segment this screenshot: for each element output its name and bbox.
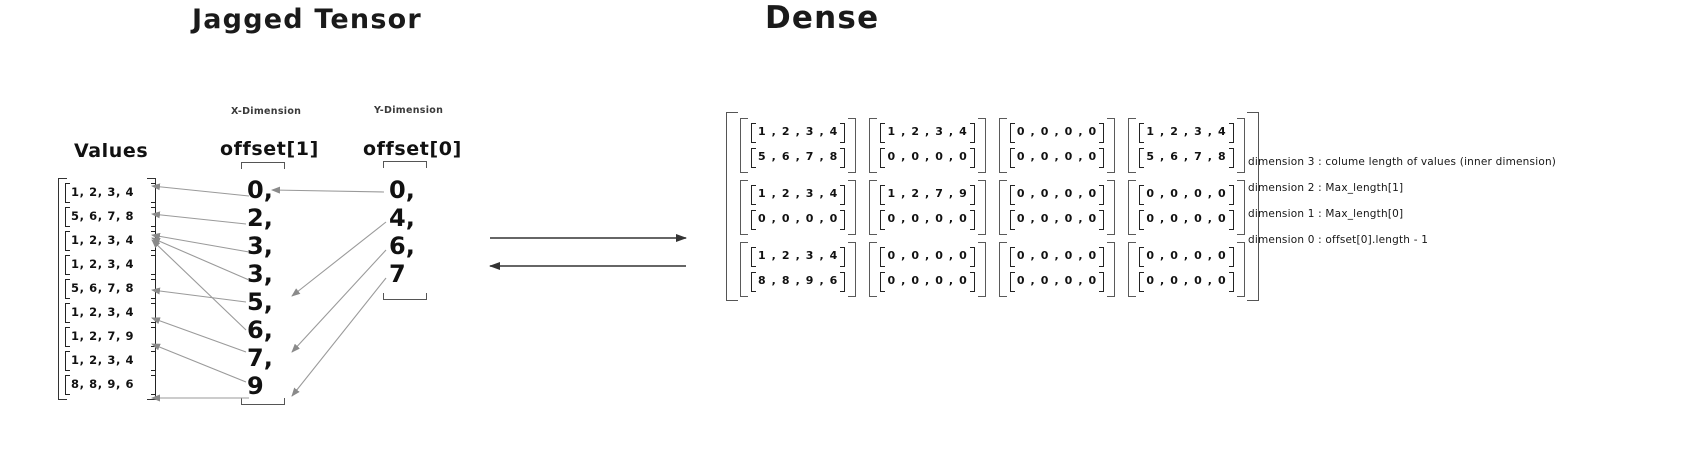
offset1-list: 0,2,3,3,5,6,7,9	[247, 176, 273, 400]
dense-vector: 0 , 0 , 0 , 0	[880, 210, 976, 230]
values-heading: Values	[74, 140, 149, 162]
x-dimension-caption: X-Dimension	[231, 106, 302, 117]
dense-vector: 0 , 0 , 0 , 0	[1009, 148, 1105, 168]
offset1-heading: offset[1]	[220, 138, 319, 160]
dense-block: 0 , 0 , 0 , 0 0 , 0 , 0 , 0	[998, 180, 1116, 235]
dense-vector: 0 , 0 , 0 , 0	[1009, 210, 1105, 230]
value-row: 5, 6, 7, 8	[62, 276, 156, 300]
dense-vector: 0 , 0 , 0 , 0	[751, 210, 846, 230]
dense-vector: 8 , 8 , 9 , 6	[751, 272, 846, 292]
offset1-value: 7,	[247, 344, 273, 372]
dense-row: 1 , 2 , 3 , 4 5 , 6 , 7 , 8 1 , 2 , 3 , 4 0…	[740, 118, 1246, 173]
dense-vector: 0 , 0 , 0 , 0	[1139, 247, 1235, 267]
offset1-value: 2,	[247, 204, 273, 232]
offset0-value: 7	[389, 260, 406, 288]
offset1-value: 5,	[247, 288, 273, 316]
legend-line: dimension 1 : Max_length[0]	[1248, 208, 1404, 220]
dense-vector: 0 , 0 , 0 , 0	[880, 247, 976, 267]
dense-vector: 5 , 6 , 7 , 8	[1139, 148, 1235, 168]
y-dimension-caption: Y-Dimension	[374, 105, 444, 116]
offset0-value: 4,	[389, 204, 415, 232]
dense-grid: 1 , 2 , 3 , 4 5 , 6 , 7 , 8 1 , 2 , 3 , 4 0…	[726, 112, 1259, 301]
dense-block: 0 , 0 , 0 , 0 0 , 0 , 0 , 0	[1128, 180, 1246, 235]
dense-vector: 0 , 0 , 0 , 0	[1009, 123, 1105, 143]
legend-line: dimension 0 : offset[0].length - 1	[1248, 234, 1429, 246]
dense-vector: 1 , 2 , 3 , 4	[751, 123, 846, 143]
offset0-list: 0,4,6,7	[389, 176, 415, 288]
dense-block: 0 , 0 , 0 , 0 0 , 0 , 0 , 0	[998, 118, 1116, 173]
values-bracket-left	[58, 178, 67, 400]
dense-vector: 1 , 2 , 3 , 4	[1139, 123, 1235, 143]
dense-vector: 5 , 6 , 7 , 8	[751, 148, 846, 168]
dense-title: Dense	[765, 0, 880, 36]
value-row: 5, 6, 7, 8	[62, 204, 156, 228]
legend-line: dimension 3 : colume length of values (i…	[1248, 156, 1557, 168]
offset0-value: 0,	[389, 176, 415, 204]
dimension-legend: dimension 3 : colume length of values (i…	[1248, 156, 1556, 246]
legend-line: dimension 2 : Max_length[1]	[1248, 182, 1404, 194]
value-row: 1, 2, 3, 4	[62, 348, 156, 372]
offset1-brace-top	[241, 162, 285, 169]
value-row: 1, 2, 3, 4	[62, 252, 156, 276]
dense-row: 1 , 2 , 3 , 4 0 , 0 , 0 , 0 1 , 2 , 7 , 9 0…	[740, 180, 1246, 235]
dense-block: 1 , 2 , 7 , 9 0 , 0 , 0 , 0	[869, 180, 987, 235]
dense-vector: 1 , 2 , 3 , 4	[751, 247, 846, 267]
offset1-value: 0,	[247, 176, 273, 204]
dense-block: 1 , 2 , 3 , 4 8 , 8 , 9 , 6	[740, 242, 857, 297]
dense-vector: 0 , 0 , 0 , 0	[1009, 185, 1105, 205]
dense-block: 1 , 2 , 3 , 4 0 , 0 , 0 , 0	[869, 118, 987, 173]
dense-vector: 0 , 0 , 0 , 0	[1139, 210, 1235, 230]
dense-vector: 0 , 0 , 0 , 0	[1009, 272, 1105, 292]
dense-vector: 1 , 2 , 3 , 4	[880, 123, 976, 143]
dense-tensor: 1 , 2 , 3 , 4 5 , 6 , 7 , 8 1 , 2 , 3 , 4 0…	[726, 112, 1259, 301]
dense-block: 1 , 2 , 3 , 4 0 , 0 , 0 , 0	[740, 180, 857, 235]
offset0-brace-top	[383, 161, 427, 168]
dense-vector: 1 , 2 , 3 , 4	[751, 185, 846, 205]
offset1-value: 3,	[247, 232, 273, 260]
dense-vector: 0 , 0 , 0 , 0	[1139, 272, 1235, 292]
value-row: 1, 2, 3, 4	[62, 300, 156, 324]
dense-block: 1 , 2 , 3 , 4 5 , 6 , 7 , 8	[740, 118, 857, 173]
value-row: 8, 8, 9, 6	[62, 372, 156, 396]
value-row: 1, 2, 7, 9	[62, 324, 156, 348]
value-row: 1, 2, 3, 4	[62, 228, 156, 252]
dense-bracket-right	[1246, 112, 1259, 301]
dense-bracket-left	[726, 112, 738, 301]
dense-vector: 1 , 2 , 7 , 9	[880, 185, 976, 205]
dense-vector: 0 , 0 , 0 , 0	[1009, 247, 1105, 267]
dense-vector: 0 , 0 , 0 , 0	[880, 272, 976, 292]
jagged-tensor-title: Jagged Tensor	[192, 4, 422, 35]
dense-block: 0 , 0 , 0 , 0 0 , 0 , 0 , 0	[1128, 242, 1246, 297]
value-row: 1, 2, 3, 4	[62, 180, 156, 204]
offset1-brace-bottom	[241, 398, 285, 405]
dense-block: 0 , 0 , 0 , 0 0 , 0 , 0 , 0	[869, 242, 987, 297]
dense-block: 0 , 0 , 0 , 0 0 , 0 , 0 , 0	[998, 242, 1116, 297]
offset0-value: 6,	[389, 232, 415, 260]
dense-vector: 0 , 0 , 0 , 0	[880, 148, 976, 168]
offset1-value: 3,	[247, 260, 273, 288]
offset0-heading: offset[0]	[363, 138, 462, 160]
offset1-value: 9	[247, 372, 264, 400]
dense-block: 1 , 2 , 3 , 4 5 , 6 , 7 , 8	[1128, 118, 1246, 173]
offset0-brace-bottom	[383, 293, 427, 300]
offset1-value: 6,	[247, 316, 273, 344]
dense-vector: 0 , 0 , 0 , 0	[1139, 185, 1235, 205]
